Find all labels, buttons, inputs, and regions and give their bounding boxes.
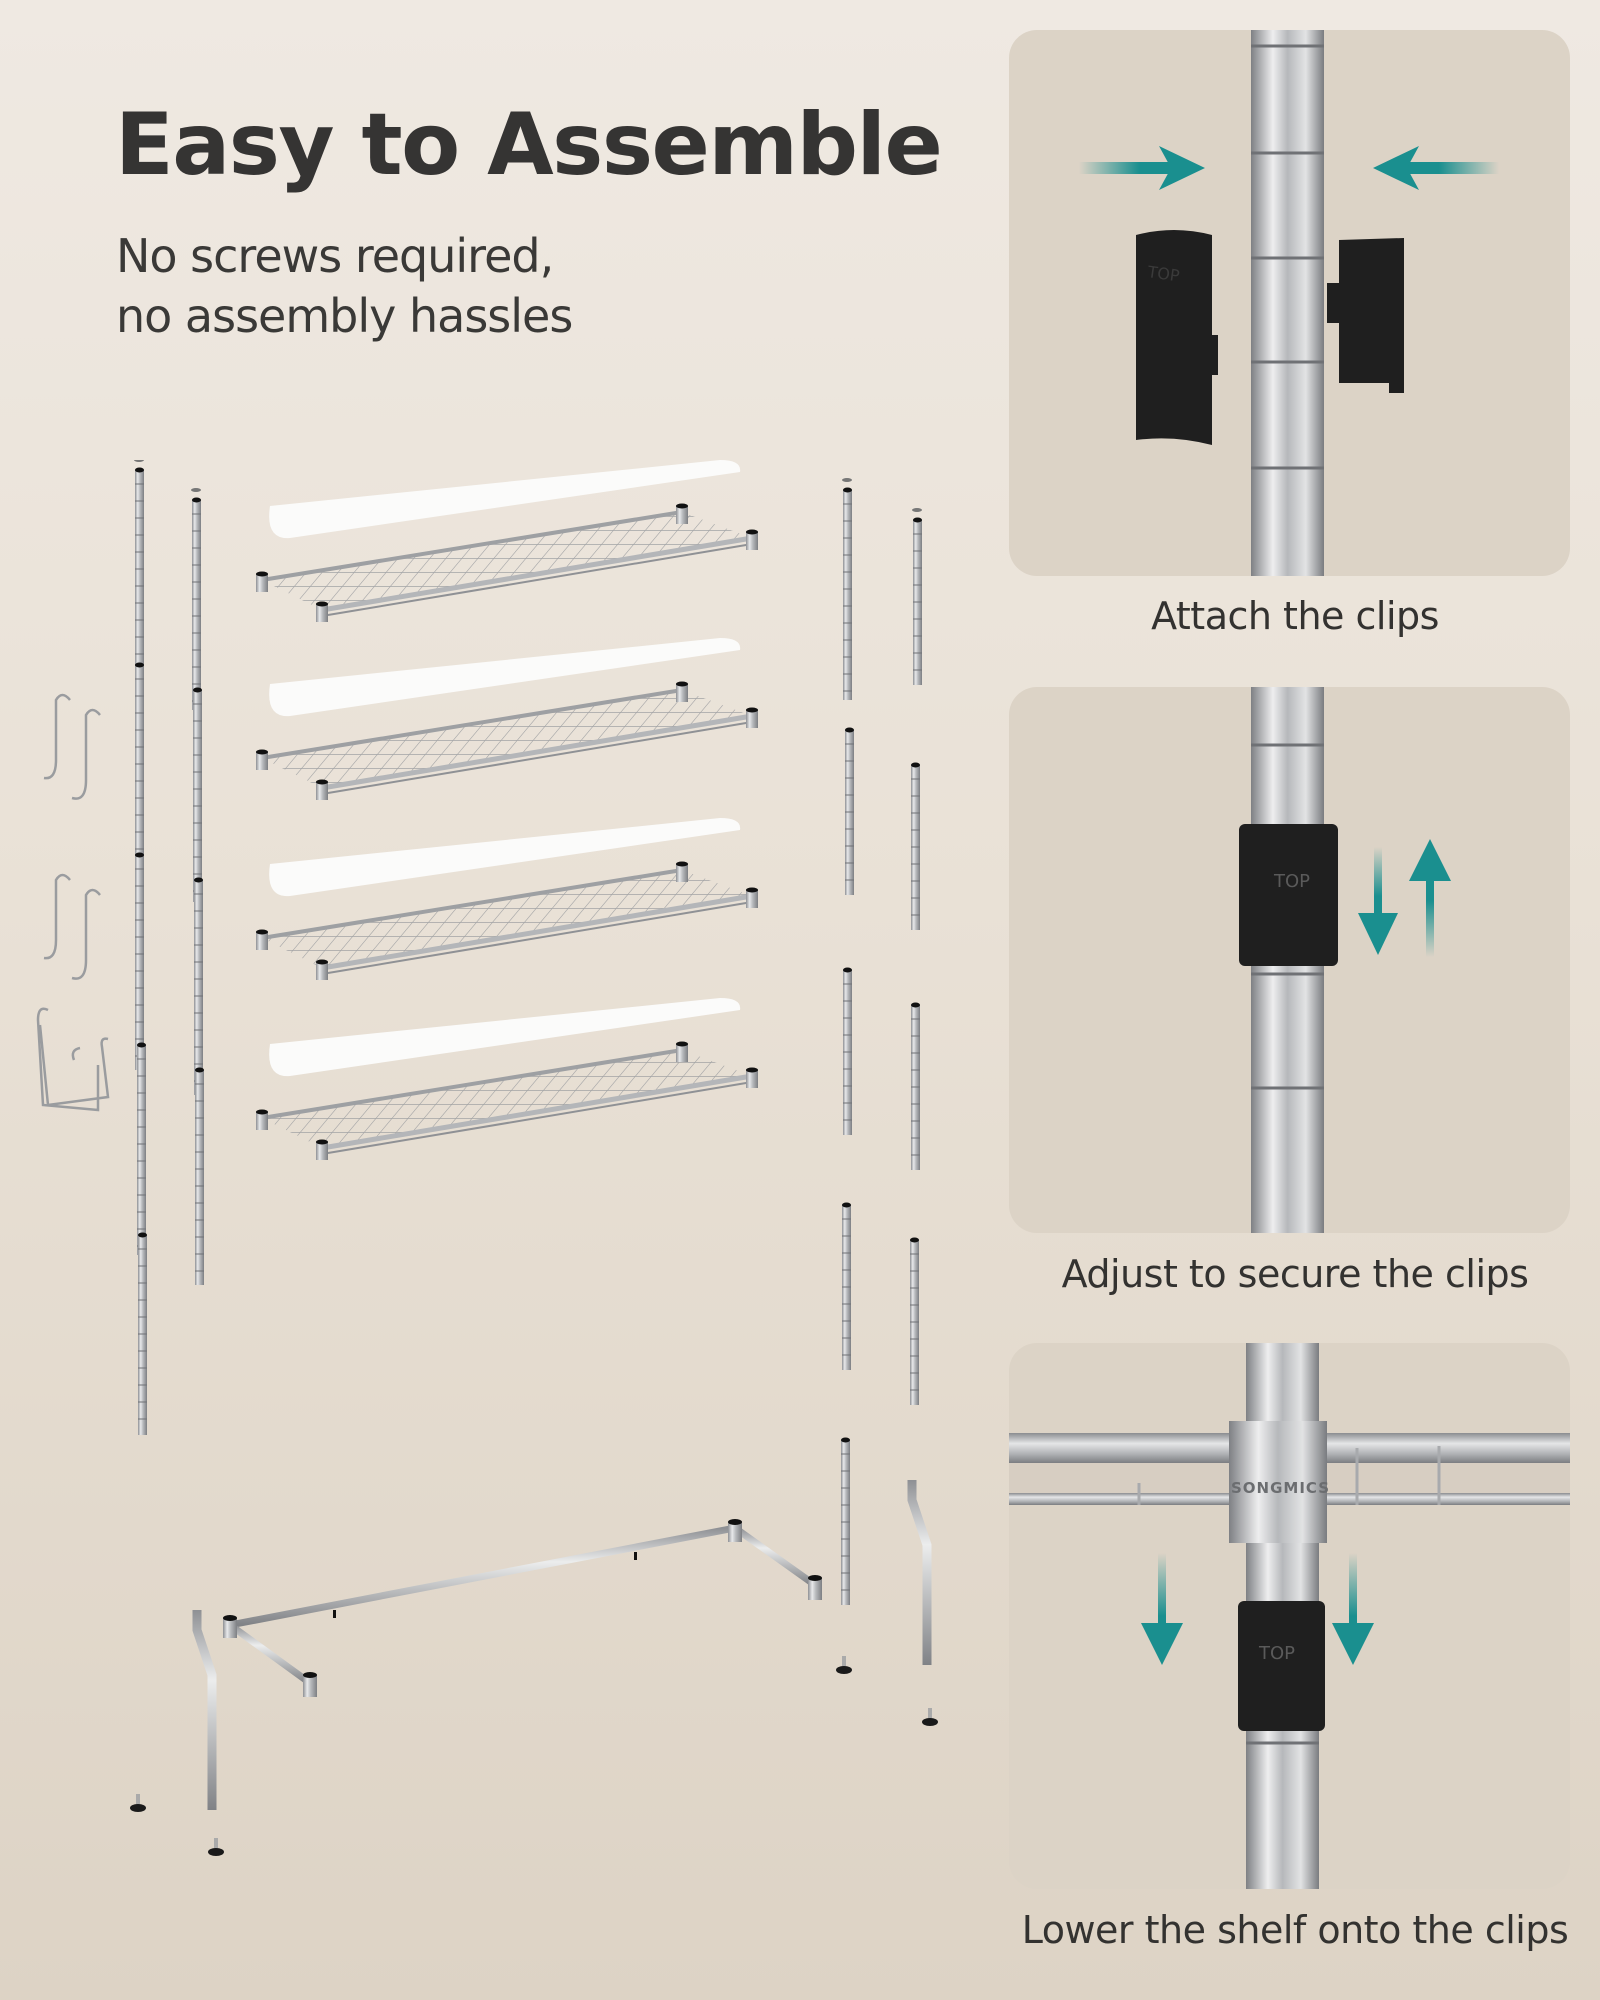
post-segment xyxy=(135,662,144,875)
s-hook-pair-2 xyxy=(43,873,101,980)
corner-collar xyxy=(746,1070,758,1088)
step-caption-attach: Attach the clips xyxy=(1151,594,1439,638)
page-subtitle: No screws required, no assembly hassles xyxy=(116,226,573,346)
post-segment xyxy=(911,762,920,930)
shelves-layer xyxy=(256,460,758,1160)
front-rail xyxy=(321,713,753,791)
post-segment xyxy=(137,1042,146,1255)
wire-grid xyxy=(262,1050,752,1148)
shelf-2 xyxy=(256,638,758,800)
leveling-foot xyxy=(836,1656,852,1674)
arrows-inward-icon xyxy=(1079,146,1499,190)
shelf-collar: SONGMICS xyxy=(1229,1421,1330,1543)
post-segment xyxy=(841,1437,850,1605)
clip-secured: TOP xyxy=(1239,824,1338,966)
corner-collar xyxy=(746,532,758,550)
corner-collar xyxy=(256,574,268,592)
step-panel-adjust: TOP xyxy=(1009,687,1570,1233)
clip-right xyxy=(1327,238,1404,393)
arrows-up-down-icon xyxy=(1358,839,1451,957)
post-segment xyxy=(195,1067,204,1285)
rear-rail xyxy=(261,1048,683,1120)
shelf-liner xyxy=(269,638,741,717)
post-segment xyxy=(193,687,202,902)
brand-mark: SONGMICS xyxy=(1231,1479,1330,1497)
page-title: Easy to Assemble xyxy=(115,95,943,195)
post-segment xyxy=(843,487,852,700)
corner-collar xyxy=(676,864,688,882)
post-cap xyxy=(134,460,144,462)
subtitle-line-2: no assembly hassles xyxy=(116,289,573,343)
utility-hook xyxy=(36,1007,110,1112)
rear-rail xyxy=(261,688,683,760)
leveling-foot xyxy=(130,1794,146,1812)
offset-post xyxy=(192,1610,217,1810)
hooks-layer xyxy=(36,693,110,1112)
shelf-1 xyxy=(256,460,758,622)
corner-collar xyxy=(256,932,268,950)
corner-collar xyxy=(316,604,328,622)
clip-left: TOP xyxy=(1136,230,1218,445)
corner-collar xyxy=(746,710,758,728)
wire-grid xyxy=(262,512,752,610)
front-rail xyxy=(321,893,753,971)
wire-grid xyxy=(262,690,752,788)
rear-rail xyxy=(261,868,683,940)
post-segment xyxy=(842,1202,851,1370)
step-caption-lower: Lower the shelf onto the clips xyxy=(1021,1908,1569,1952)
clip-top-label: TOP xyxy=(1145,262,1181,285)
post-segment xyxy=(138,1232,147,1435)
post-segment xyxy=(913,517,922,685)
corner-collar xyxy=(676,1044,688,1062)
offset-post xyxy=(907,1480,932,1665)
front-rail xyxy=(321,1073,753,1151)
subtitle-line-1: No screws required, xyxy=(116,229,554,283)
post-cap xyxy=(842,478,852,482)
step-caption-adjust: Adjust to secure the clips xyxy=(1061,1252,1529,1296)
corner-collar xyxy=(316,1142,328,1160)
shelf-liner xyxy=(269,460,741,539)
clip-lower: TOP xyxy=(1238,1601,1325,1731)
step-panel-lower: SONGMICS TOP xyxy=(1009,1343,1570,1889)
clip-top-label: TOP xyxy=(1273,871,1310,892)
post-segment xyxy=(910,1237,919,1405)
shelf-liner xyxy=(269,818,741,897)
post-segment xyxy=(135,467,144,682)
shelf-liner xyxy=(269,998,741,1077)
wire-grid xyxy=(262,870,752,968)
corner-collar xyxy=(256,752,268,770)
post-cap xyxy=(191,488,201,492)
corner-collar xyxy=(676,506,688,524)
corner-collar xyxy=(256,1112,268,1130)
pole xyxy=(1251,30,1324,576)
post-segment xyxy=(843,967,852,1135)
shelf-3 xyxy=(256,818,758,980)
post-segment xyxy=(135,852,144,1070)
step-panel-attach: TOP xyxy=(1009,30,1570,576)
front-rail xyxy=(321,535,753,613)
exploded-parts-illustration xyxy=(36,460,938,1856)
corner-collar xyxy=(676,684,688,702)
corner-collar xyxy=(316,962,328,980)
leveling-foot xyxy=(208,1838,224,1856)
leveling-foot xyxy=(922,1708,938,1726)
post-segment xyxy=(194,877,203,1095)
arrows-down-icon xyxy=(1141,1553,1374,1665)
shelf-4 xyxy=(256,998,758,1160)
corner-collar xyxy=(316,782,328,800)
post-cap xyxy=(912,508,922,512)
post-segment xyxy=(192,497,201,710)
clip-top-label: TOP xyxy=(1258,1643,1295,1664)
corner-collar xyxy=(746,890,758,908)
rear-rail xyxy=(261,510,683,582)
post-segment xyxy=(845,727,854,895)
s-hook-pair-1 xyxy=(43,693,101,800)
posts-layer xyxy=(130,460,938,1856)
post-segment xyxy=(911,1002,920,1170)
base-frame xyxy=(223,1519,822,1697)
